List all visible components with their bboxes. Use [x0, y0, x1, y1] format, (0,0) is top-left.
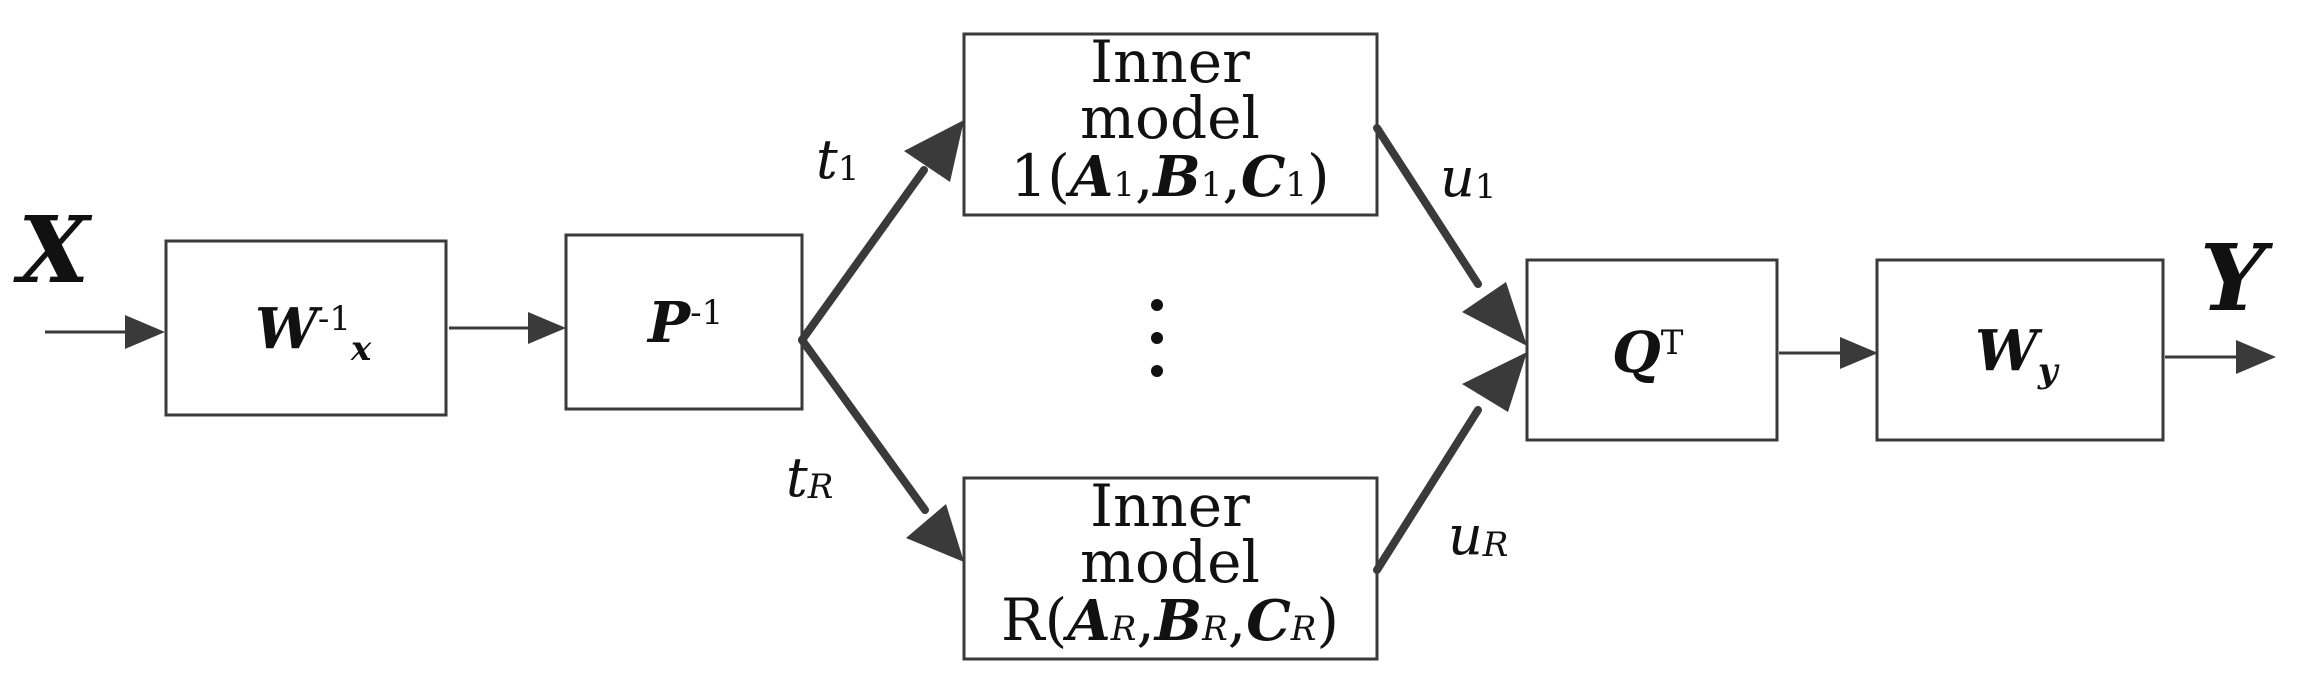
output-arrow-head: [2236, 340, 2276, 374]
input-x-label: X: [13, 196, 93, 304]
wx-inverse-block: [164, 239, 448, 417]
inner-model-R-line1: Inner: [1090, 472, 1250, 540]
inner-model-R-params: R(AR,BR,CR): [1001, 586, 1339, 654]
input-arrow-head: [125, 315, 165, 349]
uR-label: uR: [1448, 504, 1508, 567]
arrow-p-to-innerR-line: [798, 336, 929, 514]
ellipsis-dot-2: [1151, 332, 1163, 344]
arrow-wx-to-p-head: [528, 312, 566, 344]
wy-label: Wy: [1975, 318, 2060, 391]
wy-block: [1875, 258, 2165, 442]
t1-label: t1: [816, 128, 859, 191]
p-inverse-block: [564, 233, 804, 411]
inner-model-R-line2: model: [1080, 528, 1260, 596]
ellipsis-dot-3: [1151, 365, 1163, 377]
u1-label: u1: [1440, 146, 1496, 209]
tR-label: tR: [786, 446, 833, 509]
inner-model-1-params: 1(A1,B1,C1): [1010, 142, 1329, 210]
arrow-innerR-to-q-head: [1462, 352, 1527, 412]
q-transpose-label: QT: [1612, 320, 1684, 386]
arrow-p-to-innerR-head: [906, 504, 964, 562]
arrow-innerR-to-q-line: [1373, 406, 1482, 574]
arrow-p-to-inner1-head: [904, 120, 964, 182]
inner-model-1-line2: model: [1080, 84, 1260, 152]
arrow-p-to-inner1-line: [798, 166, 928, 344]
inner-model-R-block: [962, 476, 1379, 661]
p-inverse-label: P-1: [646, 290, 723, 356]
ellipsis-dot-1: [1151, 299, 1163, 311]
output-y-label: Y: [2200, 224, 2274, 332]
inner-model-1-line1: Inner: [1090, 28, 1250, 96]
q-transpose-block: [1525, 258, 1779, 442]
arrow-inner1-to-q-line: [1373, 124, 1482, 288]
arrow-inner1-to-q-head: [1462, 282, 1527, 346]
arrow-q-to-wy-head: [1840, 337, 1878, 369]
wx-inverse-label: W-1x: [255, 296, 372, 369]
